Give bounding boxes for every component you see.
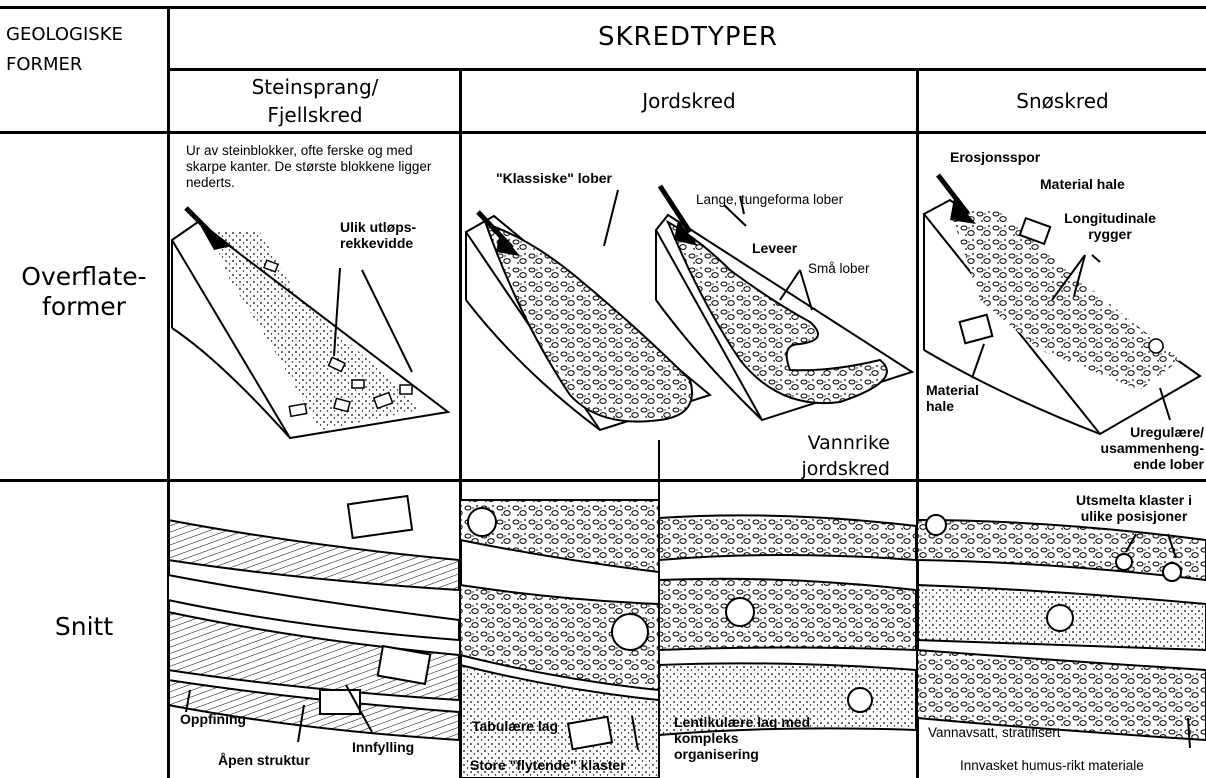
label-store-klaster: Store "flytende" klaster: [470, 757, 626, 773]
label-erosjonsspor: Erosjonsspor: [950, 149, 1040, 165]
label-innfylling: Innfylling: [352, 739, 414, 755]
label-leveer: Leveer: [752, 240, 797, 256]
label-lange-lober: Lange, tungeforma lober: [696, 192, 843, 208]
label-vannrike-jordskred: Vannrike jordskred: [734, 430, 890, 482]
label-utsmelta-klaster: Utsmelta klaster i ulike posisjoner: [1066, 492, 1202, 524]
label-lentikulaere-lag: Lentikulære lag med kompleks organiserin…: [674, 714, 814, 762]
label-stein-desc: Ur av steinblokker, ofte ferske og med s…: [186, 143, 454, 191]
label-vannavsatt: Vannavsatt, stratifisert: [928, 725, 1061, 741]
label-uregulaere-lober: Uregulære/ usammenheng- ende lober: [1100, 424, 1204, 472]
label-klassiske-lober: "Klassiske" lober: [496, 170, 612, 186]
label-material-hale-top: Material hale: [1040, 176, 1125, 192]
steinsprang-section-drawing: [168, 496, 459, 742]
label-tabulaere-lag: Tabulære lag: [472, 718, 558, 734]
label-apen-struktur: Åpen struktur: [218, 752, 310, 768]
label-oppfining: Oppfining: [180, 711, 246, 727]
label-stein-runout: Ulik utløps- rekkevidde: [340, 219, 450, 251]
label-material-hale-low: Material hale: [926, 382, 986, 414]
snoskred-section-drawing: [917, 515, 1206, 748]
label-longitudinale-rygger: Longitudinale rygger: [1060, 210, 1160, 242]
label-sma-lober: Små lober: [808, 261, 870, 277]
label-innvasket: Innvasket humus-rikt materiale: [960, 758, 1144, 774]
